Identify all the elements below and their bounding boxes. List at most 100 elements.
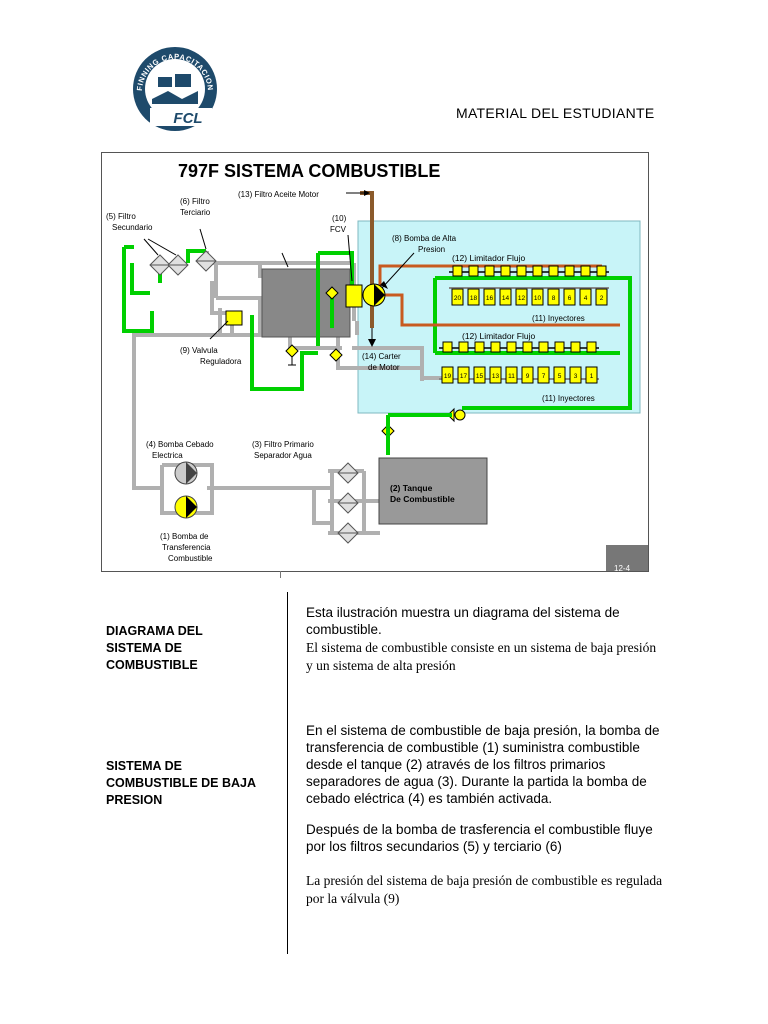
label-filtro-sec-2: Secundario bbox=[112, 223, 153, 232]
label-inyectores-bottom: (11) Inyectores bbox=[542, 394, 595, 403]
label-carter-2: de Motor bbox=[368, 363, 400, 372]
label-limitador-bottom: (12) Limitador Flujo bbox=[462, 331, 535, 341]
bottom-flow-limiter bbox=[570, 341, 581, 353]
bottom-flow-limiter bbox=[554, 341, 565, 353]
top-injector bbox=[579, 288, 592, 306]
bottom-injector bbox=[521, 366, 534, 384]
secondary-filter-2 bbox=[167, 254, 189, 276]
label-carter-1: (14) Carter bbox=[362, 352, 401, 361]
section2-para1: En el sistema de combustible de baja pre… bbox=[306, 723, 660, 806]
label-tanque-1: (2) Tanque bbox=[390, 483, 433, 493]
top-flow-limiter bbox=[452, 265, 463, 277]
pressure-regulator-valve bbox=[225, 310, 243, 326]
bottom-injector-number: 9 bbox=[526, 373, 530, 380]
bottom-injector-number: 15 bbox=[476, 373, 484, 380]
primary-filter-2 bbox=[337, 492, 359, 514]
label-filtro-aceite: (13) Filtro Aceite Motor bbox=[238, 190, 319, 199]
bottom-injector-number: 13 bbox=[492, 373, 500, 380]
page-ref: 12-4 bbox=[614, 564, 631, 571]
section1-para2: El sistema de combustible consiste en un… bbox=[306, 640, 657, 673]
bottom-flow-limiter bbox=[506, 341, 517, 353]
bottom-injector-number: 17 bbox=[460, 373, 468, 380]
top-injector bbox=[515, 288, 528, 306]
label-bomba-trans-1: (1) Bomba de bbox=[160, 532, 209, 541]
label-filtro-prim-2: Separador Agua bbox=[254, 451, 312, 460]
section1-para1: Esta ilustración muestra un diagrama del… bbox=[306, 605, 620, 637]
top-injector bbox=[563, 288, 576, 306]
bottom-injector bbox=[457, 366, 470, 384]
label-limitador-top: (12) Limitador Flujo bbox=[452, 253, 525, 263]
label-tanque-2: De Combustible bbox=[390, 494, 455, 504]
primary-filter-1 bbox=[337, 462, 359, 484]
label-inyectores-top: (11) Inyectores bbox=[532, 314, 585, 323]
label-fcv-1: (10) bbox=[332, 214, 347, 223]
label-valvula-2: Reguladora bbox=[200, 357, 242, 366]
heading-diagrama: DIAGRAMA DEL SISTEMA DE COMBUSTIBLE bbox=[106, 624, 203, 672]
bottom-injector bbox=[489, 366, 502, 384]
section2-para3: La presión del sistema de baja presión d… bbox=[306, 873, 663, 906]
top-injector-number: 4 bbox=[584, 295, 588, 302]
bottom-flow-limiter bbox=[538, 341, 549, 353]
bottom-flow-limiter bbox=[490, 341, 501, 353]
top-injector-number: 6 bbox=[568, 295, 572, 302]
label-bomba-cebado-1: (4) Bomba Cebado bbox=[146, 440, 214, 449]
bottom-injector bbox=[441, 366, 454, 384]
bottom-injector-number: 1 bbox=[590, 373, 594, 380]
fcv-valve bbox=[345, 284, 363, 308]
bottom-flow-limiter bbox=[474, 341, 485, 353]
bottom-flow-limiter bbox=[458, 341, 469, 353]
bottom-injector bbox=[537, 366, 550, 384]
label-fcv-2: FCV bbox=[330, 225, 347, 234]
bottom-injector bbox=[585, 366, 598, 384]
section2-para2: Después de la bomba de trasferencia el c… bbox=[306, 822, 653, 854]
bottom-injector bbox=[473, 366, 486, 384]
top-flow-limiter bbox=[596, 265, 607, 277]
top-injector-number: 20 bbox=[454, 295, 462, 302]
top-injector-number: 12 bbox=[518, 295, 526, 302]
top-injector bbox=[595, 288, 608, 306]
label-filtro-ter-1: (6) Filtro bbox=[180, 197, 210, 206]
engine-block bbox=[261, 268, 351, 338]
label-filtro-sec-1: (5) Filtro bbox=[106, 212, 136, 221]
top-flow-limiter bbox=[564, 265, 575, 277]
top-injector-number: 2 bbox=[600, 295, 604, 302]
top-flow-limiter bbox=[580, 265, 591, 277]
secondary-filter-1 bbox=[149, 254, 171, 276]
fcl-logo: FINNING CAPACITACION FCL bbox=[130, 44, 220, 134]
fuel-system-diagram: 797F SISTEMA COMBUSTIBLE bbox=[101, 152, 649, 572]
high-pressure-area bbox=[357, 220, 641, 414]
top-flow-limiter bbox=[532, 265, 543, 277]
tick-mark bbox=[280, 571, 281, 578]
bottom-injector bbox=[553, 366, 566, 384]
top-flow-limiter bbox=[484, 265, 495, 277]
label-bomba-alta-2: Presion bbox=[418, 245, 445, 254]
bottom-flow-limiter bbox=[522, 341, 533, 353]
top-injector bbox=[451, 288, 464, 306]
bottom-injector-number: 19 bbox=[444, 373, 452, 380]
label-valvula-1: (9) Valvula bbox=[180, 346, 218, 355]
tertiary-filter bbox=[195, 250, 217, 272]
bottom-injector-number: 5 bbox=[558, 373, 562, 380]
bottom-flow-limiter bbox=[442, 341, 453, 353]
top-injector-number: 8 bbox=[552, 295, 556, 302]
bottom-injector bbox=[569, 366, 582, 384]
primary-filter-3 bbox=[337, 522, 359, 544]
top-injector bbox=[499, 288, 512, 306]
top-injector-number: 18 bbox=[470, 295, 478, 302]
top-flow-limiter bbox=[500, 265, 511, 277]
bottom-flow-limiter bbox=[586, 341, 597, 353]
doc-header-label: MATERIAL DEL ESTUDIANTE bbox=[456, 105, 655, 121]
label-bomba-alta-1: (8) Bomba de Alta bbox=[392, 234, 457, 243]
top-injector-number: 14 bbox=[502, 295, 510, 302]
top-injector bbox=[547, 288, 560, 306]
top-flow-limiter bbox=[516, 265, 527, 277]
column-divider bbox=[287, 592, 288, 954]
top-injector bbox=[467, 288, 480, 306]
label-bomba-trans-3: Combustible bbox=[168, 554, 213, 563]
bottom-injector bbox=[505, 366, 518, 384]
page-ref-box bbox=[606, 545, 648, 571]
label-filtro-prim-1: (3) Filtro Primario bbox=[252, 440, 314, 449]
diagram-title: 797F SISTEMA COMBUSTIBLE bbox=[178, 161, 440, 181]
